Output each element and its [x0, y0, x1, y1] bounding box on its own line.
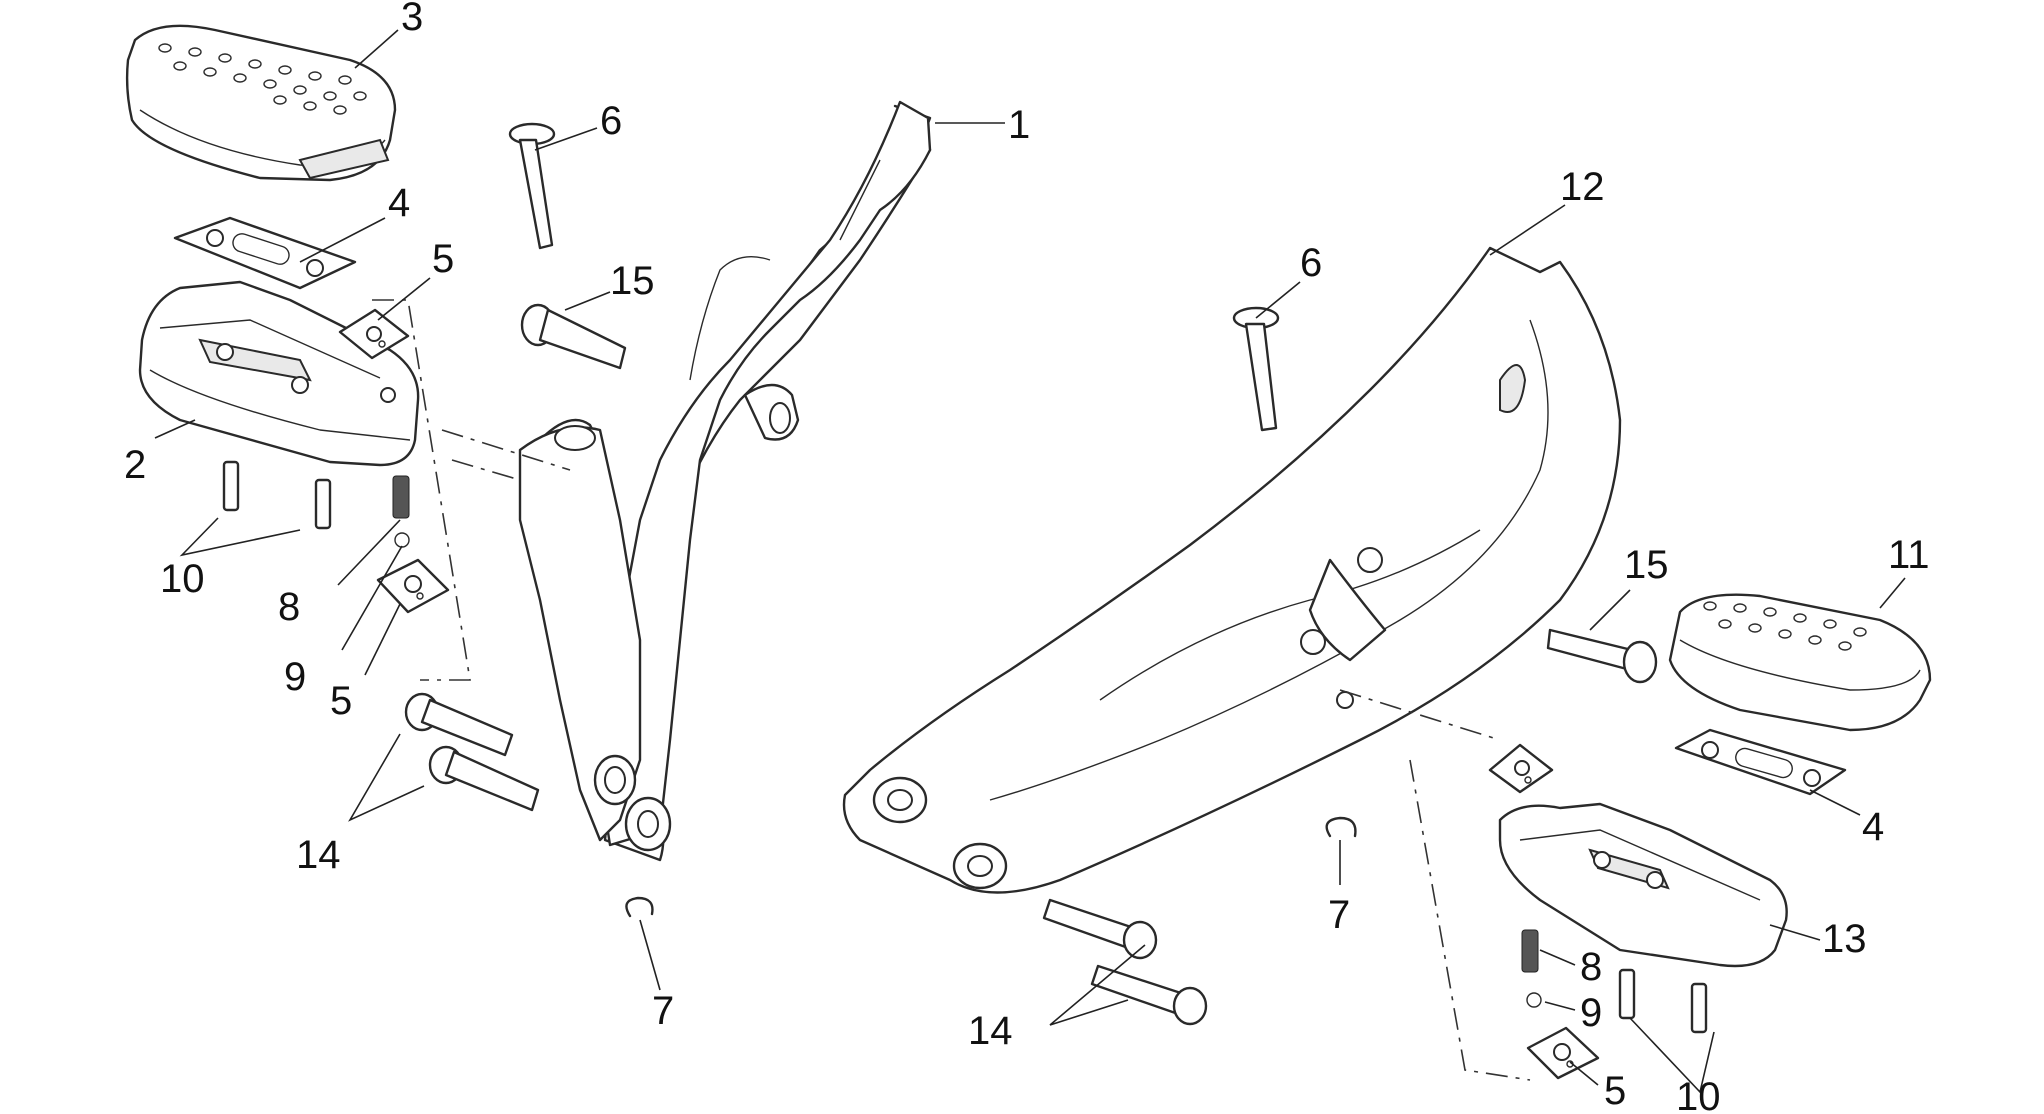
callout-9: 9: [284, 655, 306, 699]
part-9-ball-left: [394, 532, 410, 548]
part-8-spring-right: [1521, 929, 1539, 973]
part-10-screws-left: [222, 460, 332, 530]
part-9-ball-right: [1526, 992, 1542, 1008]
part-13-footpeg-body-right: [1498, 802, 1788, 968]
callout-13: 13: [1822, 917, 1867, 961]
part-6-pin-left: [508, 122, 556, 250]
part-14-bolts-left: [404, 692, 540, 812]
callout-10: 10: [160, 557, 205, 601]
part-7-circlip-right: [1325, 816, 1357, 838]
part-8-spring-left: [392, 475, 410, 519]
callout-15: 15: [1624, 543, 1669, 587]
callout-8: 8: [278, 585, 300, 629]
leader-lines: [154, 29, 1906, 1094]
part-1-bracket-left: [518, 100, 932, 862]
part-5-plate-right-upper: [1488, 743, 1554, 794]
alignment-lines-right: [1339, 689, 1531, 1081]
alignment-lines-left: [372, 299, 571, 681]
part-4-plate-left: [173, 216, 357, 290]
callout-8: 8: [1580, 945, 1602, 989]
callout-4: 4: [388, 181, 410, 225]
part-7-circlip-left: [625, 896, 654, 918]
callout-9: 9: [1580, 991, 1602, 1035]
callout-3: 3: [401, 0, 423, 39]
callout-14: 14: [968, 1009, 1013, 1053]
part-6-pin-right: [1232, 306, 1280, 432]
callout-5: 5: [1604, 1069, 1626, 1113]
callout-5: 5: [330, 679, 352, 723]
callout-15: 15: [610, 259, 655, 303]
part-5-plate-right-lower: [1526, 1026, 1600, 1080]
callout-7: 7: [1328, 893, 1350, 937]
part-5-plate-left-lower: [376, 558, 450, 614]
part-11-footpeg-rubber-right: [1668, 593, 1932, 732]
callout-7: 7: [652, 989, 674, 1033]
part-10-screws-right: [1618, 968, 1708, 1034]
part-12-bracket-right: [842, 246, 1622, 894]
callout-numbers: 1 2 3 4 5 6 15 10 8 9 5 14 7 12 6 15 11 …: [124, 0, 1930, 1114]
part-3-footpeg-rubber: [125, 24, 397, 182]
part-15-bolt-left: [520, 303, 627, 370]
part-15-bolt-right: [1546, 628, 1658, 684]
callout-12: 12: [1560, 165, 1605, 209]
callout-10: 10: [1676, 1075, 1721, 1114]
callout-14: 14: [296, 833, 341, 877]
part-2-footpeg-body-left: [138, 280, 420, 467]
callout-5: 5: [432, 237, 454, 281]
part-5-plate-left-upper: [338, 308, 410, 360]
callout-11: 11: [1888, 533, 1930, 577]
callout-6: 6: [600, 99, 622, 143]
callout-6: 6: [1300, 241, 1322, 285]
callout-4: 4: [1862, 805, 1884, 849]
callout-2: 2: [124, 443, 146, 487]
part-14-bolts-right: [1042, 898, 1208, 1026]
part-4-plate-right: [1674, 728, 1847, 796]
callout-1: 1: [1008, 103, 1030, 147]
